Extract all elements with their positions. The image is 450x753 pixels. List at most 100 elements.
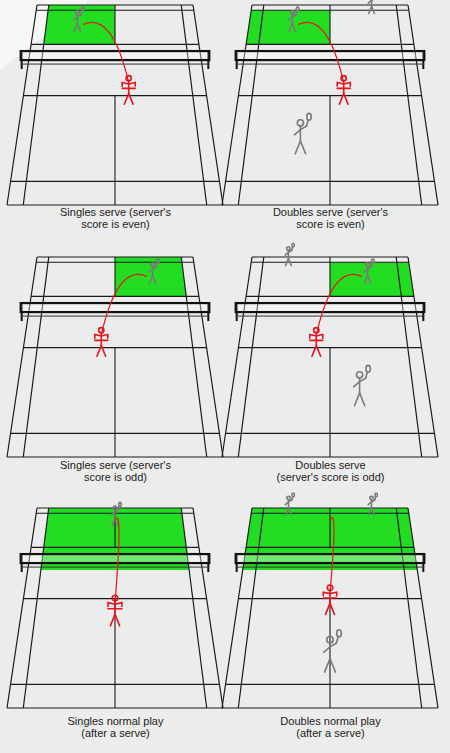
- caption: Doubles serve (server's score is even): [272, 206, 389, 230]
- court-line: [408, 508, 438, 708]
- racket-head: [375, 493, 377, 497]
- figure-arms: [294, 126, 306, 135]
- court-line: [114, 96, 115, 205]
- figure-arms: [368, 0, 375, 3]
- court-drawing: [7, 257, 223, 457]
- racket-head: [366, 365, 370, 372]
- net-mesh: [236, 316, 425, 317]
- court-line: [238, 257, 263, 457]
- court-drawing: [222, 243, 438, 457]
- server-figure: [122, 76, 135, 105]
- court-line: [238, 508, 263, 708]
- court-line: [396, 257, 421, 457]
- court-line: [181, 257, 206, 457]
- figure-arms: [95, 335, 108, 339]
- racket-head: [307, 113, 311, 120]
- racket-head: [119, 502, 122, 506]
- target-area: [330, 262, 414, 296]
- shuttle-path: [115, 518, 119, 603]
- court-line: [114, 508, 115, 547]
- figure-arms: [368, 500, 375, 505]
- court-line: [329, 96, 330, 205]
- net: [236, 303, 425, 312]
- net: [21, 303, 210, 312]
- figure-legs: [354, 393, 364, 406]
- court-line: [181, 508, 206, 708]
- figure-arms: [149, 267, 156, 272]
- figure-arms: [364, 267, 371, 272]
- figure-body: [359, 378, 361, 393]
- court-line: [329, 599, 330, 708]
- net-mesh: [21, 567, 210, 568]
- shuttle-path: [83, 22, 129, 82]
- figure-legs: [325, 659, 336, 673]
- court-line: [329, 5, 330, 44]
- court-line: [193, 5, 223, 205]
- figure-arms: [337, 88, 350, 90]
- caption: Doubles normal play (after a serve): [277, 715, 384, 739]
- figure-head: [327, 636, 333, 642]
- court-line: [408, 257, 438, 457]
- court-line: [193, 257, 223, 457]
- figure-arms: [323, 592, 336, 596]
- figure-legs: [74, 24, 80, 32]
- figure-arms: [285, 250, 292, 255]
- figure-arms: [323, 597, 336, 599]
- court-drawing: [7, 502, 223, 708]
- figure-legs: [149, 276, 155, 284]
- court-line: [408, 5, 438, 205]
- target-area: [246, 10, 330, 44]
- racket-head: [292, 493, 294, 497]
- court-line: [23, 257, 48, 457]
- figure-head: [357, 372, 363, 378]
- court-drawing: [7, 5, 223, 205]
- court-line: [396, 5, 421, 205]
- caption: Singles serve (server's score is odd): [60, 459, 171, 483]
- figure-arms: [337, 83, 350, 87]
- figure-arms: [289, 15, 296, 20]
- court-line: [23, 5, 48, 205]
- court-line: [222, 257, 252, 457]
- court-drawing: [222, 0, 438, 205]
- figure-arms: [354, 378, 366, 387]
- court-line: [7, 508, 37, 708]
- court-drawing: [222, 493, 438, 708]
- racket-head: [372, 259, 375, 263]
- net: [236, 51, 425, 60]
- court-line: [222, 5, 252, 205]
- target-area: [115, 257, 186, 296]
- figure-legs: [124, 93, 133, 104]
- player-figure: [112, 502, 122, 525]
- player-figure: [149, 259, 159, 284]
- court-line: [222, 508, 252, 708]
- racket-head: [157, 259, 160, 263]
- court-line: [114, 257, 115, 296]
- figure-arms: [95, 340, 108, 342]
- court-line: [396, 508, 421, 708]
- player-figure: [368, 0, 377, 13]
- figure-legs: [286, 258, 292, 265]
- figure-arms: [310, 340, 323, 342]
- figure-arms: [285, 500, 292, 505]
- figure-body: [329, 643, 331, 659]
- court-line: [329, 348, 330, 457]
- figure-legs: [369, 6, 375, 13]
- racket-head: [81, 7, 84, 11]
- court-line: [7, 5, 37, 205]
- figure-legs: [339, 93, 348, 104]
- court-line: [238, 5, 263, 205]
- court-line: [23, 508, 48, 708]
- figure-legs: [295, 141, 305, 154]
- player-figure: [289, 7, 299, 32]
- figure-head: [297, 120, 303, 126]
- racket-handle: [306, 120, 308, 126]
- figure-arms: [310, 335, 323, 339]
- court-line: [181, 5, 206, 205]
- player-figure: [368, 493, 377, 515]
- shuttle-path: [316, 274, 362, 334]
- player-figure: [354, 365, 371, 405]
- player-figure: [285, 243, 294, 265]
- player-figure: [285, 493, 294, 515]
- figure-arms: [324, 643, 337, 652]
- figure-arms: [112, 510, 119, 515]
